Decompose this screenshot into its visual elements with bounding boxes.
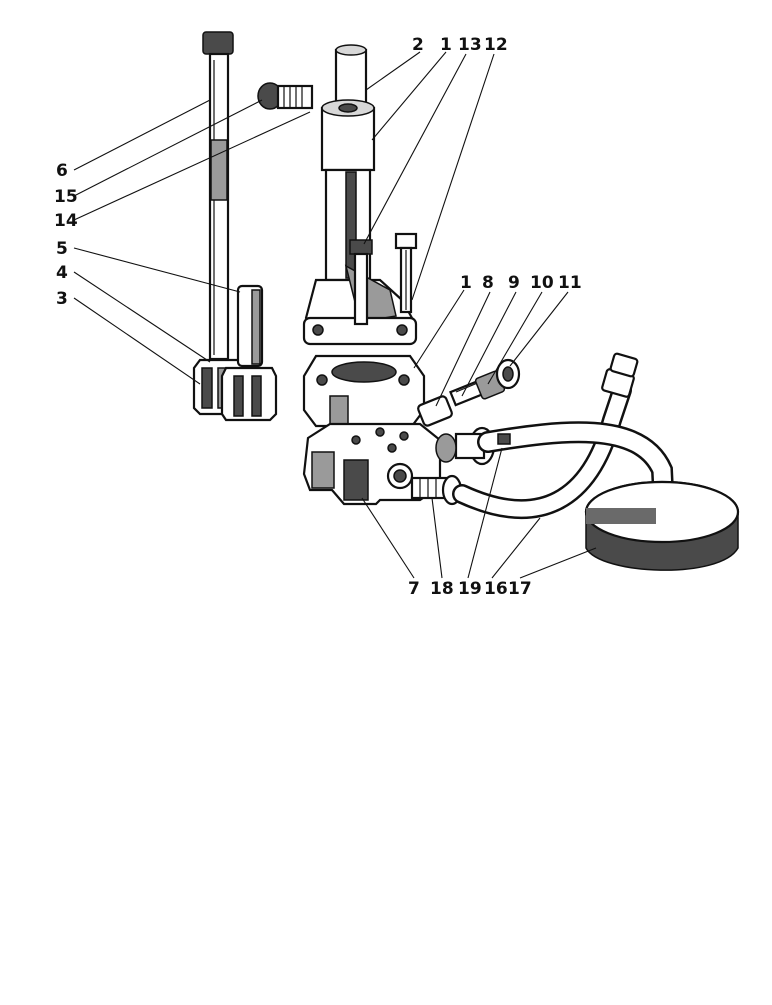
oil-strainer-17 — [584, 480, 740, 571]
callout-9: 9 — [508, 273, 520, 293]
leader-4 — [73, 271, 211, 363]
callout-17: 17 — [508, 579, 532, 599]
bolt-12 — [394, 232, 418, 314]
leader-13 — [363, 53, 467, 245]
callout-7: 7 — [408, 579, 420, 599]
callout-1-mid: 1 — [460, 273, 472, 293]
leader-12 — [411, 53, 495, 301]
callout-labels: 2 1 13 12 6 15 14 5 4 3 1 8 9 10 11 7 18… — [54, 35, 582, 599]
callout-13: 13 — [458, 35, 482, 55]
banjo-bolt-15 — [257, 82, 314, 110]
leader-6 — [73, 99, 211, 171]
drive-shaft — [202, 31, 234, 361]
leader-2 — [365, 51, 421, 91]
leader-8 — [435, 291, 491, 407]
suction-pipe-16 — [452, 352, 675, 523]
leader-16 — [491, 517, 541, 579]
callout-3: 3 — [56, 289, 68, 309]
leader-14 — [73, 111, 311, 221]
leader-15 — [73, 99, 263, 197]
pump-gear-inner — [220, 366, 278, 422]
callout-16: 16 — [484, 579, 508, 599]
leader-10 — [487, 291, 543, 385]
pump-cover — [302, 354, 426, 428]
callout-15: 15 — [54, 187, 78, 207]
relief-valve-assembly — [417, 358, 521, 427]
idler-spindle — [236, 284, 264, 368]
leader-11 — [509, 291, 569, 367]
leader-18 — [431, 497, 443, 579]
callout-4: 4 — [56, 263, 68, 283]
leader-1b — [413, 289, 465, 369]
leader-5 — [73, 247, 241, 293]
leader-9 — [461, 291, 517, 397]
callout-11: 11 — [558, 273, 582, 293]
callout-2: 2 — [412, 35, 424, 55]
callout-12: 12 — [484, 35, 508, 55]
callout-14: 14 — [54, 211, 78, 231]
bolt-13 — [349, 239, 373, 326]
pump-base-7 — [302, 422, 442, 506]
callout-5: 5 — [56, 239, 68, 259]
delivery-pipe-2 — [334, 44, 368, 108]
callout-1-top: 1 — [440, 35, 452, 55]
leader-lines — [73, 51, 597, 579]
leader-3 — [73, 297, 201, 385]
leader-17 — [519, 547, 597, 579]
callout-18: 18 — [430, 579, 454, 599]
leader-7 — [361, 497, 415, 579]
callout-6: 6 — [56, 161, 68, 181]
leader-1a — [371, 51, 447, 141]
callout-19: 19 — [458, 579, 482, 599]
leader-19 — [467, 447, 503, 579]
callout-8: 8 — [482, 273, 494, 293]
callout-10: 10 — [530, 273, 554, 293]
